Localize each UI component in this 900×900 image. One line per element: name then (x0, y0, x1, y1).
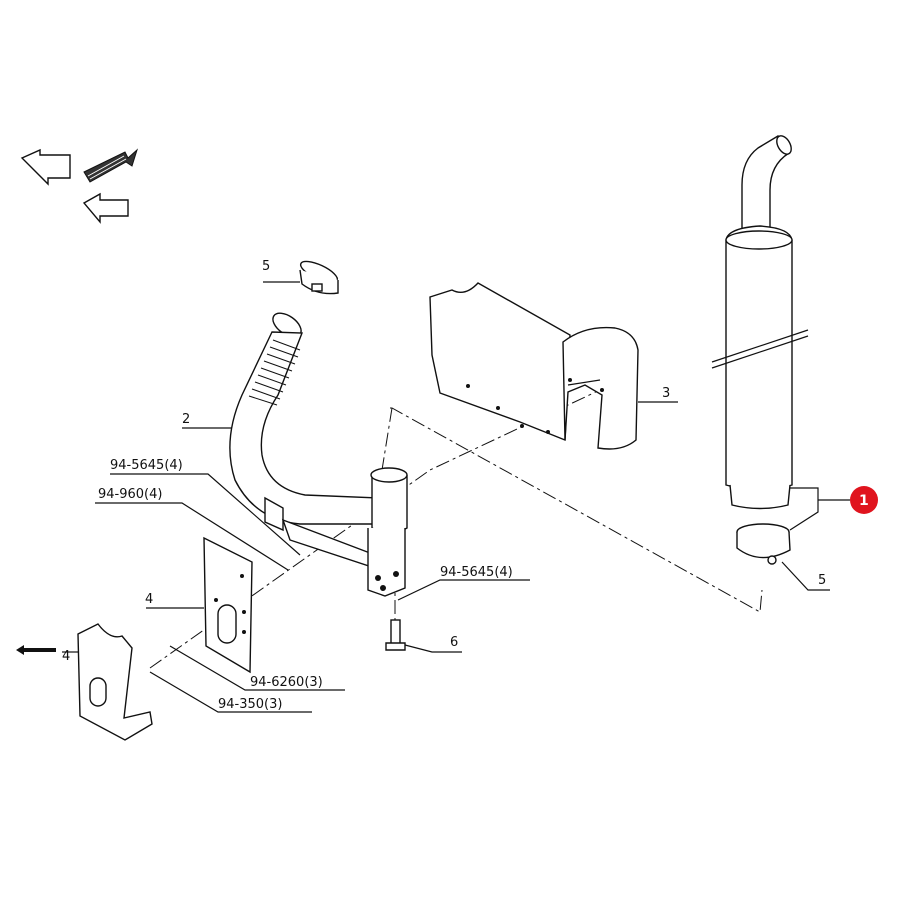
gasket-plate (203, 536, 253, 674)
left-arrow-icon (16, 645, 56, 655)
callout-number: 1 (859, 493, 869, 509)
clamp-bottom (736, 523, 791, 565)
nav-forward-arrow-icon[interactable] (83, 148, 139, 183)
clamp-top (299, 260, 339, 295)
callout-badge (850, 486, 878, 514)
label-ref-94-5645-upper: 94-5645(4) (110, 458, 183, 473)
bolt (385, 619, 406, 651)
muffler (711, 135, 809, 510)
label-part-6: 6 (450, 635, 458, 650)
label-part-4-plate: 4 (145, 592, 153, 607)
label-part-2: 2 (182, 412, 190, 427)
outlet-tube (367, 467, 408, 597)
nav-home-arrow-icon[interactable] (82, 192, 129, 224)
label-part-5-bottom: 5 (818, 573, 826, 588)
label-part-3: 3 (662, 386, 670, 401)
label-ref-94-6260: 94-6260(3) (250, 675, 323, 690)
flex-pipe (229, 312, 381, 570)
label-ref-94-960: 94-960(4) (98, 487, 162, 502)
callout-part-1[interactable]: 1 (850, 486, 878, 514)
nav-back-arrow-icon[interactable] (20, 148, 71, 186)
label-ref-94-350: 94-350(3) (218, 697, 282, 712)
label-part-5-top: 5 (262, 259, 270, 274)
label-part-4-bracket: 4 (62, 649, 70, 664)
heat-shield (429, 282, 639, 450)
label-ref-94-5645-lower: 94-5645(4) (440, 565, 513, 580)
mount-bracket (77, 623, 153, 741)
